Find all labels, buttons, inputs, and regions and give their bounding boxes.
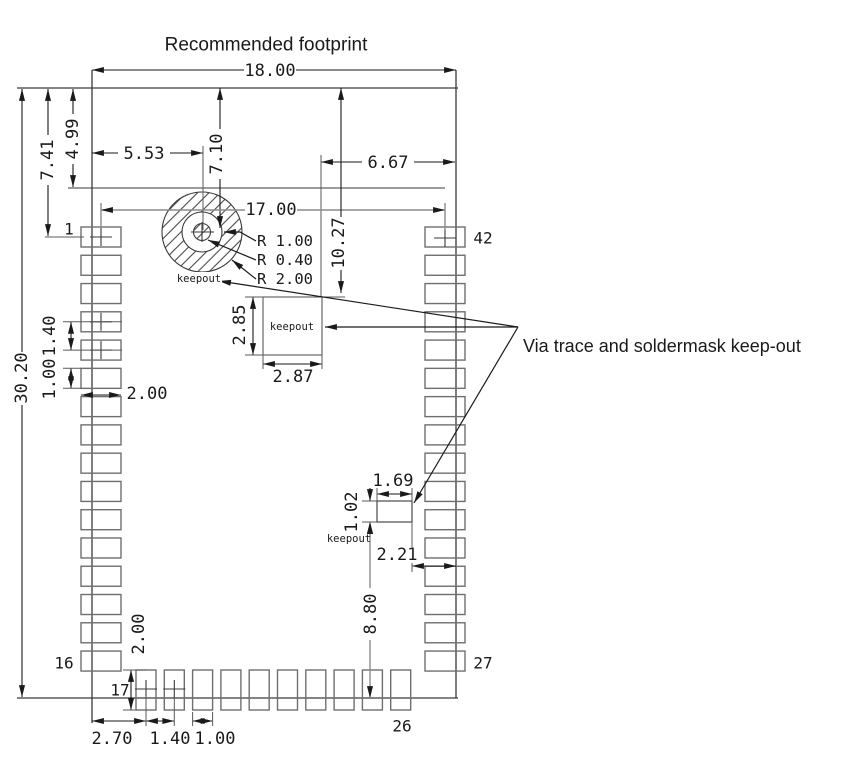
via-keepout-label: keepout: [177, 273, 221, 285]
dim-via-r-pad: R 1.00: [257, 232, 313, 250]
leader-via-r-keepout: [231, 259, 257, 280]
pad-number-42: 42: [473, 229, 492, 248]
dim-via-r-hole: R 0.40: [257, 251, 313, 269]
small-keepout-label: keepout: [327, 533, 371, 545]
pad: [80, 622, 122, 644]
pad: [424, 311, 466, 333]
text-backgrounds-part: [209, 129, 225, 179]
pad: [424, 395, 466, 418]
dim-via-r-keepout: R 2.00: [257, 270, 313, 288]
pad-number-1: 1: [64, 220, 74, 239]
callout-arrow-via-keepout: [218, 279, 519, 328]
pad: [424, 339, 466, 361]
pad: [191, 669, 214, 711]
pad: [80, 593, 122, 616]
pad: [424, 282, 466, 305]
pad: [424, 424, 466, 446]
dim-small-keepout-to-bottom: 8.80: [361, 594, 381, 635]
pad: [80, 395, 122, 418]
keepout-rects: [262, 296, 413, 523]
pad: [80, 480, 122, 503]
pad: [276, 669, 299, 711]
dim-small-keepout-h: 1.02: [342, 492, 362, 533]
dim-keepout-to-right: 6.67: [368, 153, 409, 173]
dim-corner-to-pad17: 2.70: [92, 729, 133, 749]
text-backgrounds-part: [40, 135, 56, 185]
pad: [390, 669, 412, 711]
dim-overall-height: 30.20: [12, 352, 32, 403]
labels: Recommended footprint Via trace and sold…: [12, 35, 801, 750]
text-backgrounds-part: [376, 547, 418, 563]
text-backgrounds-part: [65, 114, 81, 164]
callout-arrow-small-keepout: [413, 326, 519, 504]
text-backgrounds-part: [362, 155, 414, 172]
dim-side-pad-height: 1.00: [40, 359, 60, 400]
text-backgrounds-part: [363, 588, 379, 640]
text-backgrounds-part: [176, 272, 222, 286]
dim-side-pad-width: 2.00: [127, 384, 168, 404]
keepout-square: [262, 296, 323, 356]
dim-bottom-pad-height: 2.00: [129, 614, 149, 655]
pad: [80, 537, 122, 559]
dim-bottom-pad-width: 1.00: [195, 729, 236, 749]
pad-number-17: 17: [110, 681, 129, 700]
leader-via-r-hole: [207, 239, 257, 261]
pad: [305, 669, 327, 711]
pad: [80, 650, 122, 672]
via-note-label: Via trace and soldermask keep-out: [523, 336, 801, 356]
pad: [80, 565, 122, 587]
text-backgrounds-part: [118, 146, 170, 162]
pad: [80, 282, 122, 305]
dim-overall-width: 18.00: [244, 61, 295, 81]
pad: [248, 669, 270, 711]
dim-top-to-via: 7.10: [207, 134, 227, 175]
pad: [424, 537, 466, 559]
pad: [424, 254, 466, 276]
pad: [80, 254, 122, 276]
dim-top-to-inner-line: 4.99: [63, 119, 83, 160]
pad: [424, 565, 466, 587]
pad: [333, 669, 355, 711]
pad: [80, 367, 122, 390]
pad: [424, 480, 466, 503]
pad-number-26: 26: [392, 717, 411, 736]
pad: [424, 367, 466, 390]
dim-top-to-keepout-square: 10.27: [329, 217, 349, 268]
pad-number-16: 16: [54, 654, 73, 673]
pad: [424, 452, 466, 474]
dim-bottom-pad-pitch: 1.40: [150, 729, 191, 749]
pad: [361, 669, 384, 711]
keepout-small: [376, 500, 413, 523]
pad: [80, 452, 122, 474]
square-keepout-label: keepout: [270, 321, 314, 333]
pad: [424, 509, 466, 531]
pad: [424, 622, 466, 644]
pad: [424, 593, 466, 616]
pad: [220, 669, 242, 711]
text-backgrounds-part: [14, 352, 30, 405]
page-title: Recommended footprint: [165, 35, 368, 56]
dim-small-keepout-to-edge: 2.21: [377, 545, 418, 565]
dim-pad-row-span: 17.00: [245, 200, 296, 220]
pad: [80, 509, 122, 531]
dim-side-pad-pitch: 1.40: [40, 316, 60, 357]
leader-via-r-pad: [224, 228, 257, 242]
dim-top-to-pad1: 7.41: [38, 140, 58, 181]
dim-keepout-square-w: 2.87: [273, 367, 314, 387]
text-backgrounds: [14, 63, 418, 640]
pad: [424, 650, 466, 672]
text-backgrounds-part: [244, 63, 296, 79]
text-backgrounds-part: [331, 217, 347, 270]
dim-left-to-via: 5.53: [124, 144, 165, 164]
text-backgrounds-part: [245, 202, 297, 218]
pad: [80, 424, 122, 446]
dim-keepout-square-h: 2.85: [230, 305, 250, 346]
leaders: [207, 228, 519, 504]
dim-small-keepout-w: 1.69: [373, 471, 414, 491]
pad-number-27: 27: [473, 654, 492, 673]
